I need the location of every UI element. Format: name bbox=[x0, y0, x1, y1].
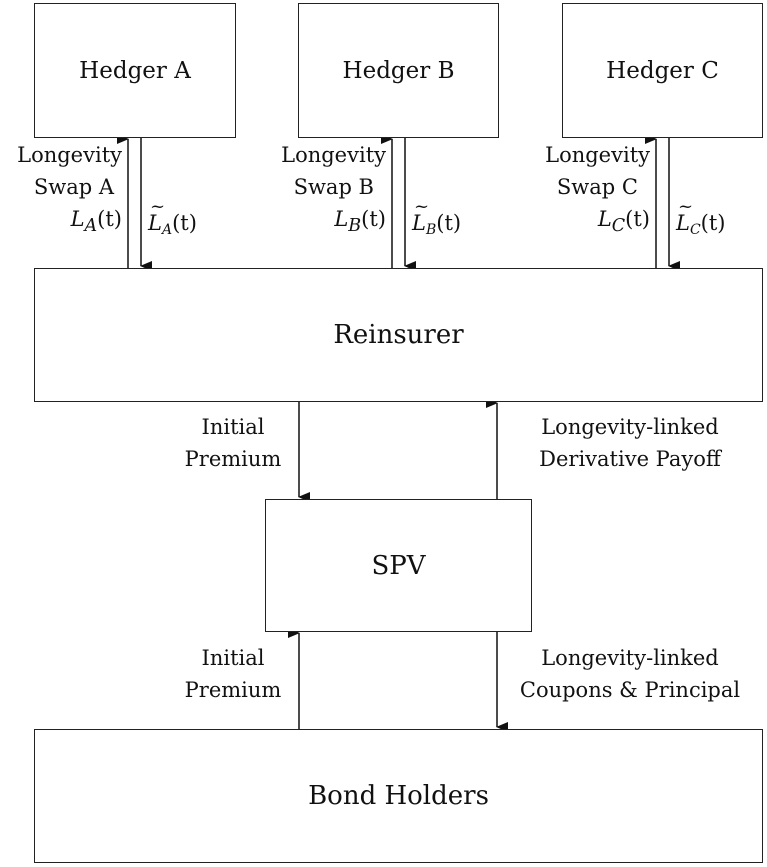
swap-a-up-flow: LA(t) bbox=[70, 207, 122, 237]
spv-to-bond-line1: Longevity-linked bbox=[541, 646, 719, 670]
swap-b-line2: Swap B bbox=[293, 175, 374, 199]
swap-c-line2: Swap C bbox=[556, 175, 638, 199]
hedger-b-box: Hedger B bbox=[298, 3, 499, 138]
swap-b-up-flow: LB(t) bbox=[334, 207, 386, 237]
swap-b-label: Longevity Swap B LB(t) bbox=[262, 139, 386, 242]
bond-to-spv-label: Initial Premium bbox=[175, 642, 291, 706]
swap-a-line1: Longevity bbox=[17, 143, 122, 167]
swap-c-label: Longevity Swap C LC(t) bbox=[526, 139, 650, 242]
swap-b-line1: Longevity bbox=[281, 143, 386, 167]
reinsurer-box: Reinsurer bbox=[34, 268, 763, 402]
swap-a-line2: Swap A bbox=[33, 175, 114, 199]
spv-to-reinsurer-label: Longevity-linked Derivative Payoff bbox=[520, 411, 740, 475]
hedger-a-label: Hedger A bbox=[79, 57, 191, 84]
spv-to-bond-label: Longevity-linked Coupons & Principal bbox=[500, 642, 760, 706]
spv-to-bond-line2: Coupons & Principal bbox=[519, 678, 741, 702]
bond-holders-box: Bond Holders bbox=[34, 729, 763, 863]
reinsurer-to-spv-line2: Premium bbox=[184, 447, 282, 471]
spv-to-reinsurer-line1: Longevity-linked bbox=[541, 415, 719, 439]
spv-label: SPV bbox=[371, 550, 426, 581]
hedger-a-box: Hedger A bbox=[34, 3, 236, 138]
spv-box: SPV bbox=[265, 499, 532, 632]
swap-c-line1: Longevity bbox=[545, 143, 650, 167]
bond-holders-label: Bond Holders bbox=[308, 781, 489, 811]
hedger-c-box: Hedger C bbox=[562, 3, 763, 138]
hedger-b-label: Hedger B bbox=[342, 57, 455, 84]
swap-b-down-flow: LB(t) bbox=[412, 191, 461, 246]
reinsurer-to-spv-line1: Initial bbox=[201, 415, 265, 439]
swap-a-down-flow: LA(t) bbox=[148, 191, 197, 246]
hedger-c-label: Hedger C bbox=[606, 57, 719, 84]
swap-c-down-flow: LC(t) bbox=[676, 191, 726, 246]
bond-to-spv-line2: Premium bbox=[184, 678, 282, 702]
reinsurer-label: Reinsurer bbox=[333, 320, 464, 350]
bond-to-spv-line1: Initial bbox=[201, 646, 265, 670]
reinsurer-to-spv-label: Initial Premium bbox=[175, 411, 291, 475]
swap-c-up-flow: LC(t) bbox=[597, 207, 650, 237]
swap-a-label: Longevity Swap A LA(t) bbox=[0, 139, 122, 242]
spv-to-reinsurer-line2: Derivative Payoff bbox=[539, 447, 721, 471]
